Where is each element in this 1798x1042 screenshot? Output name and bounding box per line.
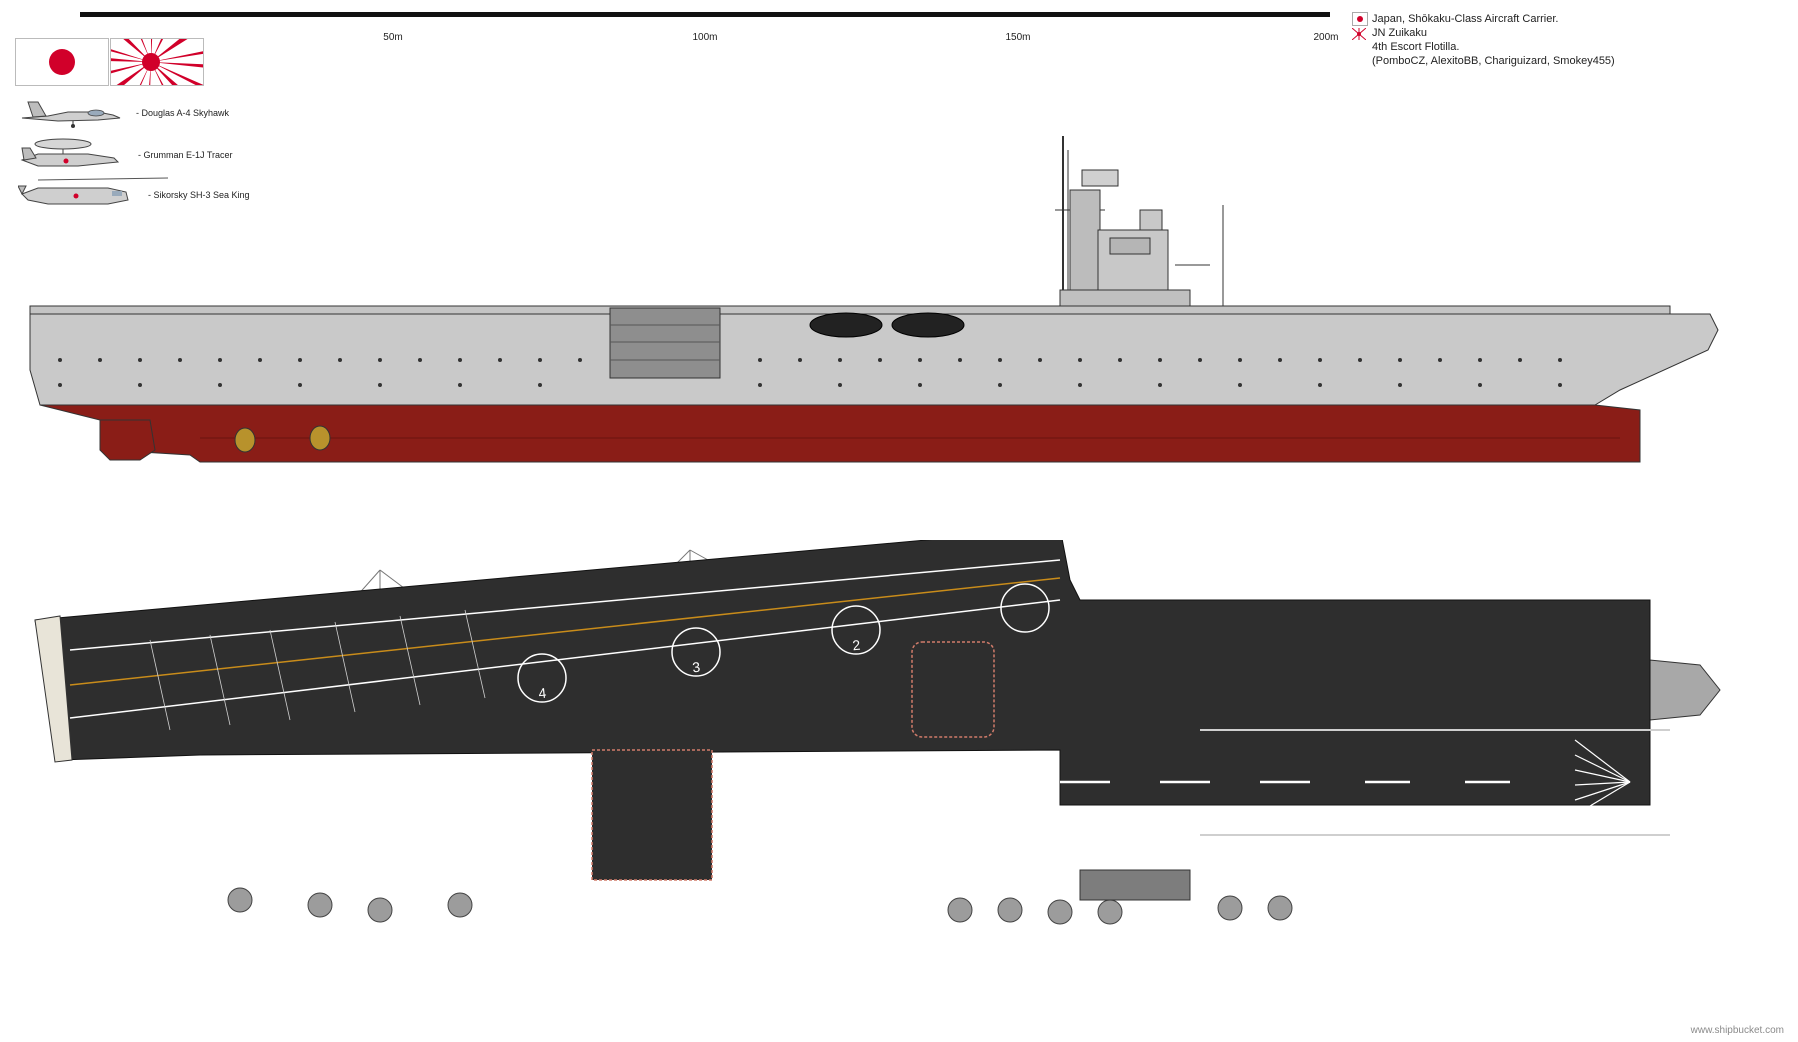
legend-label-tracer: - Grumman E-1J Tracer bbox=[138, 150, 233, 160]
lifeboat-2 bbox=[891, 312, 965, 338]
japan-flag-icon bbox=[15, 38, 109, 86]
scale-bar: 50m 100m 150m 200m bbox=[80, 12, 1339, 43]
credits-text: (PomboCZ, AlexitoBB, Chariguizard, Smoke… bbox=[1372, 55, 1615, 67]
landing-circles bbox=[517, 583, 1050, 703]
legend-label-seaking: - Sikorsky SH-3 Sea King bbox=[148, 190, 250, 200]
scale-label-50m: 50m bbox=[383, 32, 403, 43]
deck-number-4: 4 bbox=[538, 685, 548, 702]
ship-class-text: Japan, Shōkaku-Class Aircraft Carrier. bbox=[1372, 13, 1559, 25]
scale-label-200m: 200m bbox=[1313, 32, 1339, 43]
legend-skyhawk: - Douglas A-4 Skyhawk bbox=[18, 98, 258, 134]
deck-centerline bbox=[69, 577, 1061, 686]
seaking-icon bbox=[18, 177, 168, 205]
deck-elevator-side bbox=[591, 749, 713, 881]
ship-info: Japan, Shōkaku-Class Aircraft Carrier. J… bbox=[1351, 12, 1615, 68]
stern-ramp bbox=[34, 615, 73, 763]
watermark: www.shipbucket.com bbox=[1690, 1025, 1784, 1036]
ship-plan-view: 4 3 2 bbox=[34, 540, 1721, 925]
tracer-icon bbox=[20, 138, 120, 167]
lower-hull bbox=[39, 404, 1641, 463]
bow-fan-marking bbox=[1574, 739, 1631, 816]
flight-deck bbox=[34, 540, 1651, 806]
deck-elevator-center bbox=[911, 641, 995, 738]
island-superstructure bbox=[1055, 136, 1224, 319]
legend-seaking: - Sikorsky SH-3 Sea King bbox=[18, 177, 258, 216]
propellers bbox=[234, 425, 331, 453]
lifeboat-1 bbox=[809, 312, 883, 338]
catapults bbox=[1200, 729, 1670, 836]
flotilla-text: 4th Escort Flotilla. bbox=[1372, 41, 1460, 53]
skyhawk-icon bbox=[21, 101, 121, 128]
rudder bbox=[99, 419, 156, 461]
deck-number-2: 2 bbox=[852, 637, 862, 654]
arresting-wires bbox=[149, 609, 486, 731]
scale-bar-track bbox=[80, 12, 1330, 17]
scale-label-150m: 150m bbox=[1005, 32, 1031, 43]
scale-label-100m: 100m bbox=[692, 32, 718, 43]
island-plan bbox=[1079, 869, 1191, 901]
mini-ensign-icon bbox=[1351, 27, 1367, 41]
ship-name-text: JN Zuikaku bbox=[1372, 27, 1428, 39]
upper-hull bbox=[29, 313, 1719, 406]
ship-side-profile bbox=[29, 136, 1719, 463]
rising-sun-ensign-icon bbox=[110, 38, 204, 86]
portholes bbox=[58, 358, 1562, 387]
legend-label-skyhawk: - Douglas A-4 Skyhawk bbox=[136, 108, 230, 118]
hangar-bay bbox=[609, 307, 721, 379]
legend-tracer: - Grumman E-1J Tracer bbox=[18, 138, 258, 176]
mini-flag-icon bbox=[1352, 12, 1368, 26]
deck-number-3: 3 bbox=[691, 659, 701, 676]
angled-deck-lines bbox=[69, 559, 1061, 719]
